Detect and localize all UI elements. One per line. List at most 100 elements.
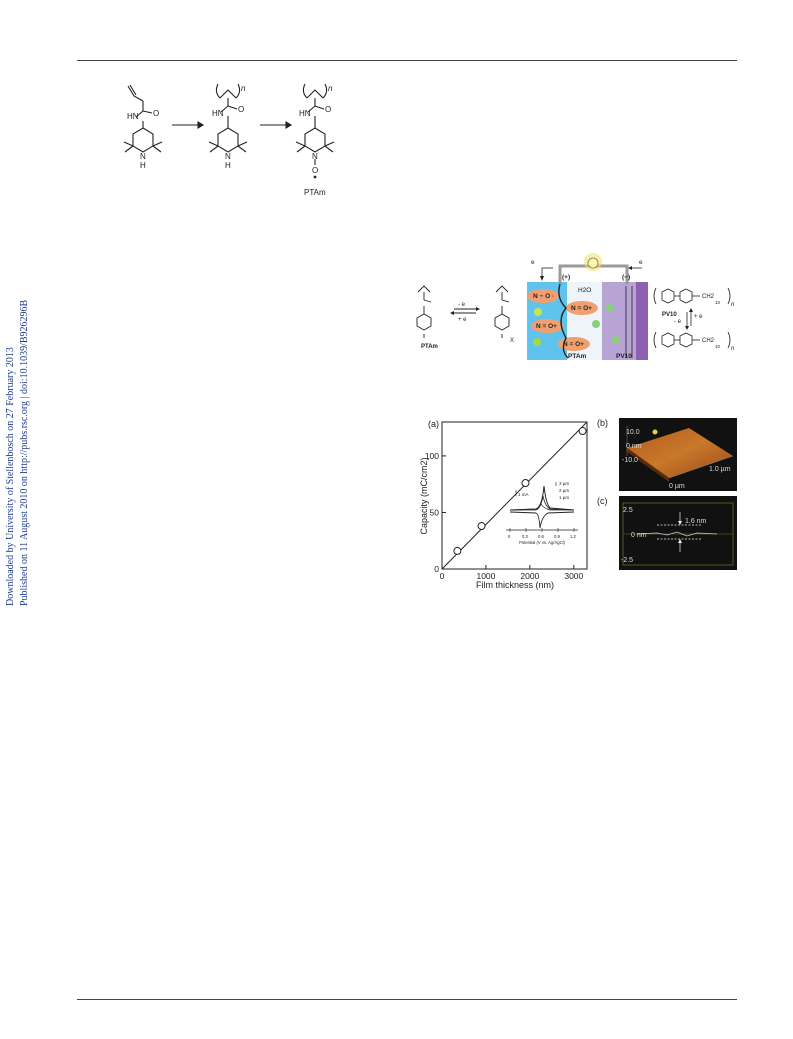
x-tick-label: 3000 [564,571,583,581]
y-axis-label: Capacity (mC/cm2) [419,457,429,534]
anion-label: X [510,338,514,344]
cv-legend-item: 1 µm [559,495,569,500]
panel-b-label: (b) [597,418,608,428]
radical-dot [313,175,317,179]
pv10-eq-label: - e [674,319,682,325]
electron-right-label: e [639,259,643,266]
fit-line [441,421,588,570]
y-tick-label: 50 [430,507,440,517]
afm-zmin: -10.0 [622,457,638,464]
profile-ymin: -2.5 [621,557,633,564]
oxo-label: N = O+ [571,305,592,312]
electron-left-label: e [531,259,535,266]
header-rule [77,60,737,61]
eq-top-label: - e [458,302,466,308]
pv10-label: PV10 [662,312,677,318]
data-point [453,546,462,555]
ptam-structure [295,83,335,165]
plot-frame [441,421,588,570]
footer-rule [77,999,737,1000]
afm-surface-edge [627,448,669,482]
scheme-text: N [312,152,318,161]
product-label: PTAm [304,188,326,197]
scheme-text: N [225,152,231,161]
scheme-text: O [153,109,159,118]
plus-electrode-label: (+) [562,274,570,281]
pv10-chain [625,286,633,358]
ch2-label: CH2 [702,294,715,300]
profile-background [619,496,737,570]
oxoammonium-site [566,301,598,315]
ch2-label: CH2 [702,338,715,344]
ptam-chain [558,283,569,359]
oxoammonium-site [531,319,563,333]
afm-3d-panel: (b) 10.0 0 nm -10.0 1.0 µm 0 µm [597,418,737,491]
data-point [477,522,486,531]
anion-icon [533,338,541,346]
ptam-film-label: PTAm [568,353,587,360]
oxo-label: N = O+ [536,323,557,330]
cv-curve-1um [510,503,574,511]
x-tick-label: 1000 [476,571,495,581]
height-profile-panel: (c) 2.5 0 nm -2.5 1.6 nm [597,496,737,570]
oxo-label: N = O+ [563,341,584,348]
water-label: H2O [578,287,591,294]
pv10-dication-structure [653,287,731,305]
anion-icon [612,336,620,344]
afm-peak [652,429,658,435]
cv-legend-item: 3 µm [559,481,569,486]
cv-inset: 1 mA 3 µm 2 µm 1 µm 0 0.3 0.6 0.9 1.2 Po… [506,481,578,545]
ptam-monomer-oxidized [494,285,510,338]
afm-xlabel: 0 µm [669,483,685,490]
anion-icon [606,304,614,312]
afm-zmax: 10.0 [626,429,640,436]
data-point [521,479,530,488]
y-tick-label: 100 [425,451,439,461]
afm-ylabel: 1.0 µm [709,466,731,473]
cv-curve-return [509,511,575,529]
cv-xtick: 0.9 [554,534,560,539]
scheme-text: O [312,166,318,175]
cv-xtick: 0.6 [538,534,544,539]
bulb-icon [587,257,599,269]
cv-scale-label: 1 mA [518,492,529,497]
anion-icon [592,320,600,328]
pv10-eq-label: + e [694,314,703,320]
data-points [453,427,587,555]
doi-link[interactable]: Published on 11 August 2010 on http://pu… [19,299,30,606]
scheme-text: HN [127,112,139,121]
cv-curve-2um [509,495,575,511]
x-tick-label: 2000 [520,571,539,581]
pv10-radical-structure [653,331,731,349]
cv-legend-item: 2 µm [559,488,569,493]
panel-a-label: (a) [428,419,439,429]
fit-line-group [441,421,588,570]
scheme-text: H [225,161,231,170]
profile-trace [636,531,718,537]
polymer-amine-structure [208,83,248,153]
afm-zzero: 0 nm [626,443,642,450]
download-note-line: Downloaded by University of Stellenbosch… [5,347,16,606]
profile-height: 1.6 nm [685,518,707,525]
pv10-film-label: PV10 [616,353,632,360]
panel-c-label: (c) [597,496,608,506]
radical-label: N − O · [533,293,554,300]
profile-ymax: 2.5 [623,507,633,514]
scheme-text: n [241,84,246,93]
sub10-label: 10 [715,300,721,305]
cv-xlabel: Potential (V vs. Ag/AgCl) [519,540,565,545]
profile-yzero: 0 nm [631,532,647,539]
cation-icon [534,308,542,316]
oxoammonium-site [558,337,590,351]
ptam-label: PTAm [421,344,438,350]
eq-bottom-label: + e [458,317,467,323]
scheme-text: N [140,152,146,161]
monomer-structure [123,84,163,153]
synthesis-scheme: HN O N H HN O N H HN O N O n n PTAm [123,83,335,197]
minus-electrode-label: (−) [622,274,630,281]
radical-site [527,289,559,303]
scheme-text: HN [212,109,224,118]
x-axis-label: Film thickness (nm) [476,580,554,590]
